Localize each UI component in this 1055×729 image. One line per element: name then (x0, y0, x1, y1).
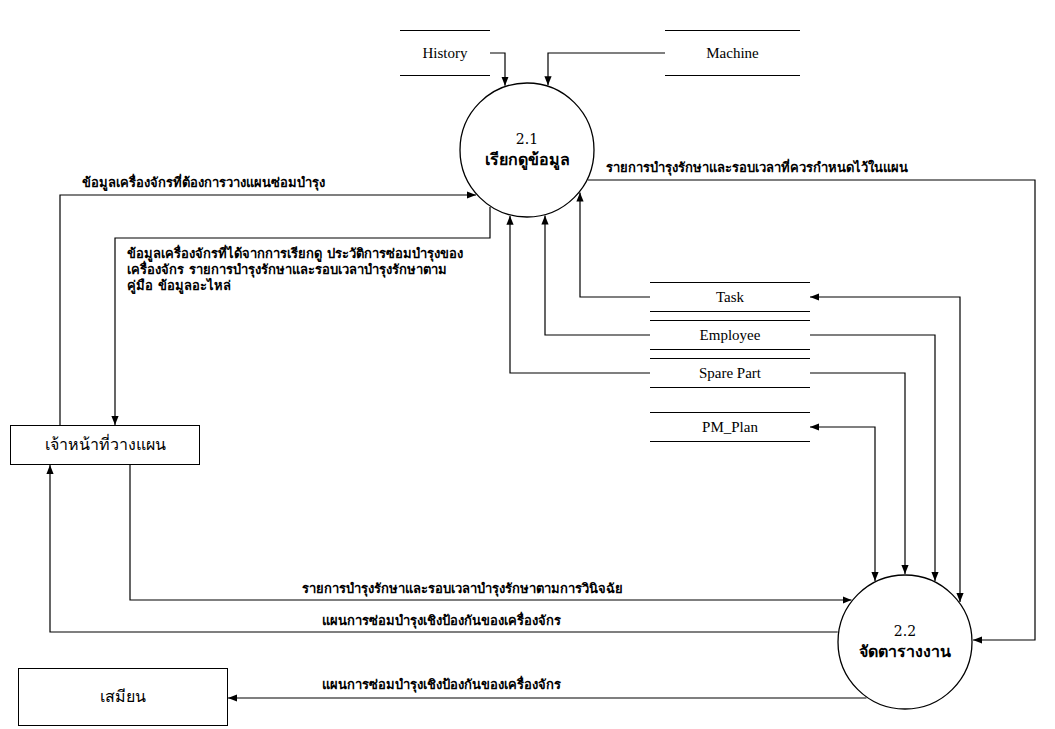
node-label: PM_Plan (702, 417, 758, 437)
data-flow-arrow (810, 335, 935, 581)
circle-shape (460, 83, 594, 217)
data-flow-arrow (50, 465, 838, 632)
process-circle: 2.1เรียกดูข้อมูล (459, 82, 595, 218)
node-text-group: Employee (700, 325, 761, 345)
node-text-group: เสมียน (100, 686, 146, 708)
data-flow-arrow (490, 53, 505, 86)
data-flow-arrow (545, 216, 650, 335)
circle-shape (838, 575, 972, 709)
node-text-group: History (423, 43, 468, 63)
data-flow-arrow (588, 180, 1035, 640)
flow-label: ข้อมูลเครื่องจักรที่ได้จากการเรียกดู ประ… (125, 246, 469, 294)
node-label: เสมียน (100, 686, 146, 708)
node-label: Spare Part (699, 363, 761, 383)
node-text-group: PM_Plan (702, 417, 758, 437)
data-flow-arrow (60, 195, 476, 425)
node-label: Employee (700, 325, 761, 345)
node-label: เจ้าหน้าที่วางแผน (45, 434, 166, 456)
node-text-group: 2.2จัดตารางงาน (859, 622, 951, 662)
node-label: Task (716, 287, 744, 307)
data-flow-arrow (130, 465, 852, 600)
flow-label: รายการบำรุงรักษาและรอบเวลาที่ควรกำหนดไว้… (604, 160, 910, 176)
node-label: Machine (706, 43, 758, 63)
node-label: 2.1 (516, 130, 538, 149)
data-flow-arrow (580, 193, 650, 297)
node-label: 2.2 (894, 622, 916, 641)
data-store: History (400, 30, 490, 76)
data-flow-arrow (548, 53, 665, 85)
node-text-group: 2.1เรียกดูข้อมูล (485, 130, 570, 170)
node-label: เรียกดูข้อมูล (485, 149, 570, 171)
data-store: Spare Part (650, 358, 810, 388)
data-store: Task (650, 282, 810, 312)
data-flow-arrow (810, 373, 905, 574)
external-entity: เสมียน (18, 668, 228, 726)
external-entity: เจ้าหน้าที่วางแผน (10, 425, 200, 465)
data-flow-arrow (228, 697, 866, 698)
node-text-group: Spare Part (699, 363, 761, 383)
data-flow-arrow (810, 297, 960, 602)
node-text-group: Task (716, 287, 744, 307)
process-circle: 2.2จัดตารางงาน (837, 574, 973, 710)
flow-label: แผนการซ่อมบำรุงเชิงป้องกันของเครื่องจักร (320, 613, 563, 629)
flow-label: รายการบำรุงรักษาและรอบเวลาบำรุงรักษาตามก… (300, 581, 625, 597)
node-label: จัดตารางงาน (859, 641, 951, 663)
data-store: PM_Plan (650, 412, 810, 442)
node-text-group: เจ้าหน้าที่วางแผน (45, 434, 166, 456)
data-flow-arrow (810, 427, 875, 581)
data-flow-arrow (510, 216, 650, 373)
flow-label: แผนการซ่อมบำรุงเชิงป้องกันของเครื่องจักร (320, 677, 563, 693)
data-store: Machine (665, 30, 800, 76)
data-store: Employee (650, 320, 810, 350)
node-label: History (423, 43, 468, 63)
flow-label: ข้อมูลเครื่องจักรที่ต้องการวางแผนซ่อมบำร… (80, 175, 327, 191)
data-flow-arrow (115, 207, 490, 425)
node-text-group: Machine (706, 43, 758, 63)
